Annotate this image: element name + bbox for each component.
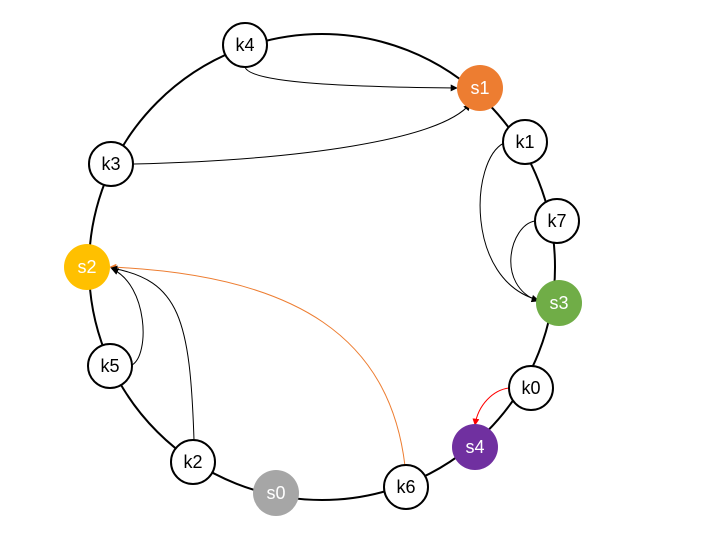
edges-layer (109, 66, 539, 467)
node-k6: k6 (383, 464, 429, 510)
node-k3-label: k3 (101, 154, 120, 174)
node-s0: s0 (253, 470, 299, 516)
edge-k0-s4 (472, 387, 510, 426)
edge-k6-s2 (109, 263, 406, 467)
node-s1-label: s1 (470, 78, 489, 98)
node-s4: s4 (452, 424, 498, 470)
nodes-layer: k4 s1 k1 k3 k7 s2 s3 k5 (64, 22, 582, 516)
edge-k5-s2 (111, 268, 144, 366)
edge-k7-s3 (510, 220, 539, 303)
node-k5-label: k5 (100, 356, 119, 376)
node-k2: k2 (170, 439, 216, 485)
node-k0-label: k0 (521, 378, 540, 398)
node-k5: k5 (87, 343, 133, 389)
node-s0-label: s0 (266, 483, 285, 503)
node-s3-label: s3 (549, 293, 568, 313)
node-k3: k3 (88, 141, 134, 187)
edge-k2-s2 (110, 265, 195, 441)
node-k4-label: k4 (235, 35, 254, 55)
node-k1: k1 (502, 119, 548, 165)
node-s4-label: s4 (465, 437, 484, 457)
node-s2: s2 (64, 244, 110, 290)
node-k4: k4 (222, 22, 268, 68)
node-k1-label: k1 (515, 132, 534, 152)
node-s1: s1 (457, 65, 503, 111)
node-k6-label: k6 (396, 477, 415, 497)
edge-k1-s3 (479, 142, 539, 302)
edge-k4-s1 (244, 66, 458, 92)
node-k2-label: k2 (183, 452, 202, 472)
edge-k3-s1 (133, 103, 471, 165)
node-k7: k7 (534, 198, 580, 244)
node-k0: k0 (508, 365, 554, 411)
node-s2-label: s2 (77, 257, 96, 277)
node-k7-label: k7 (547, 211, 566, 231)
node-s3: s3 (536, 280, 582, 326)
